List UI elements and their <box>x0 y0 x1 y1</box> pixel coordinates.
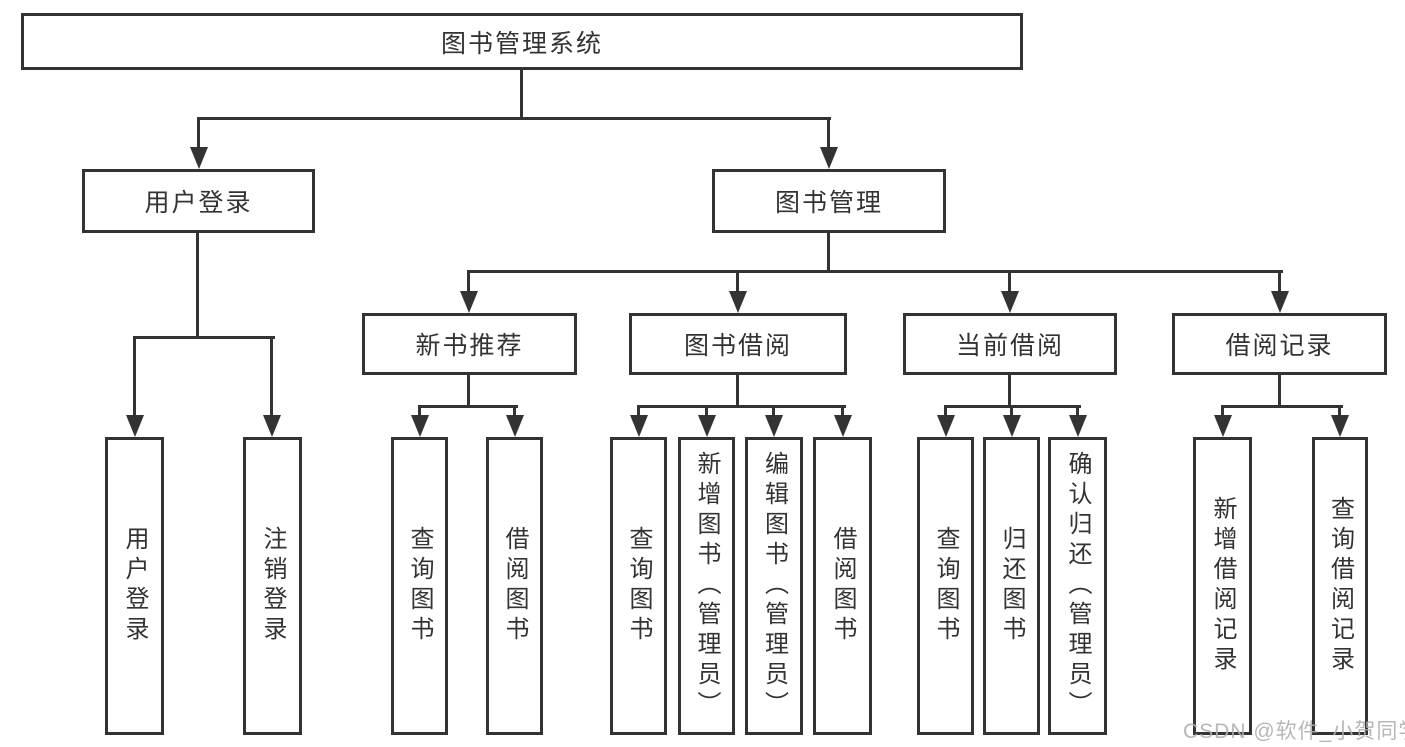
connector-level3-bar <box>467 270 1283 273</box>
connector-new-book-rec-bar <box>419 405 518 408</box>
arrow-to-leaf-query-book-a <box>411 405 429 437</box>
node-current-borrow: 当前借阅 <box>903 313 1117 375</box>
node-book-borrow-label: 图书借阅 <box>683 332 792 360</box>
leaf-query-book-c: 查询图书 <box>917 437 974 735</box>
node-borrow-records-label: 借阅记录 <box>1225 332 1334 360</box>
node-book-borrow: 图书借阅 <box>629 313 847 375</box>
leaf-query-book-b-label: 查询图书 <box>625 526 652 646</box>
leaf-borrow-book-a-label: 借阅图书 <box>501 526 528 646</box>
arrow-to-leaf-query-book-b <box>630 405 648 437</box>
leaf-query-book-b: 查询图书 <box>610 437 667 735</box>
connector-level2-bar <box>197 117 831 120</box>
node-user-login: 用户登录 <box>82 169 315 233</box>
leaf-query-book-c-label: 查询图书 <box>932 526 959 646</box>
arrow-to-book-mgmt <box>820 117 838 169</box>
node-new-book-rec-label: 新书推荐 <box>415 332 524 360</box>
leaf-borrow-book-b: 借阅图书 <box>813 437 872 735</box>
arrow-to-book-borrow <box>729 270 747 313</box>
connector-root-trunk <box>520 68 523 118</box>
connector-borrow-records-bar <box>1222 405 1343 408</box>
arrow-to-leaf-logout <box>263 336 281 437</box>
arrow-to-leaf-user-login <box>126 336 144 437</box>
arrow-to-leaf-add-record <box>1214 405 1232 437</box>
leaf-confirm-return: 确认归还（管理员） <box>1048 437 1107 735</box>
arrow-to-leaf-return-book <box>1003 405 1021 437</box>
leaf-borrow-book-b-label: 借阅图书 <box>829 526 856 646</box>
node-new-book-rec: 新书推荐 <box>362 313 577 375</box>
leaf-query-record-label: 查询借阅记录 <box>1326 496 1354 676</box>
arrow-to-leaf-borrow-book-b <box>834 405 852 437</box>
arrow-to-new-book-rec <box>460 270 478 313</box>
connector-user-login-trunk <box>196 233 199 339</box>
connector-book-mgmt-trunk <box>827 233 830 273</box>
leaf-add-record: 新增借阅记录 <box>1193 437 1252 735</box>
arrow-to-leaf-confirm-return <box>1069 405 1087 437</box>
node-book-mgmt-label: 图书管理 <box>774 189 883 217</box>
leaf-add-book-label: 新增图书（管理员） <box>693 451 720 721</box>
arrow-to-leaf-query-record <box>1331 405 1349 437</box>
leaf-confirm-return-label: 确认归还（管理员） <box>1064 451 1091 721</box>
leaf-edit-book: 编辑图书（管理员） <box>745 437 803 735</box>
node-current-borrow-label: 当前借阅 <box>955 332 1064 360</box>
connector-borrow-records-trunk <box>1278 374 1281 407</box>
leaf-user-login-label: 用户登录 <box>121 526 148 646</box>
leaf-query-book-a: 查询图书 <box>391 437 448 735</box>
connector-user-login-bar <box>134 336 275 339</box>
connector-current-borrow-bar <box>945 405 1081 408</box>
arrow-to-leaf-edit-book <box>765 405 783 437</box>
connector-new-book-rec-trunk <box>467 374 470 407</box>
arrow-to-current-borrow <box>1001 270 1019 313</box>
node-borrow-records: 借阅记录 <box>1172 313 1387 375</box>
leaf-logout: 注销登录 <box>243 437 302 735</box>
leaf-query-book-a-label: 查询图书 <box>406 526 433 646</box>
node-book-mgmt: 图书管理 <box>712 169 946 233</box>
leaf-return-book-label: 归还图书 <box>998 526 1025 646</box>
node-root-label: 图书管理系统 <box>440 29 603 58</box>
leaf-logout-label: 注销登录 <box>259 526 286 646</box>
arrow-to-leaf-borrow-book-a <box>506 405 524 437</box>
arrow-to-borrow-records <box>1271 270 1289 313</box>
node-user-login-label: 用户登录 <box>144 189 253 217</box>
leaf-add-book: 新增图书（管理员） <box>678 437 735 735</box>
connector-book-borrow-trunk <box>736 374 739 407</box>
leaf-add-record-label: 新增借阅记录 <box>1209 496 1236 676</box>
csdn-watermark: CSDN @软件_小贺同学 <box>1183 720 1405 743</box>
arrow-to-leaf-add-book <box>698 405 716 437</box>
leaf-edit-book-label: 编辑图书（管理员） <box>760 451 788 721</box>
connector-current-borrow-trunk <box>1008 374 1011 407</box>
connector-book-borrow-bar <box>638 405 846 408</box>
arrow-to-leaf-query-book-c <box>937 405 955 437</box>
leaf-return-book: 归还图书 <box>983 437 1040 735</box>
arrow-to-user-login <box>190 117 208 169</box>
leaf-query-record: 查询借阅记录 <box>1312 437 1368 735</box>
leaf-borrow-book-a: 借阅图书 <box>486 437 543 735</box>
node-root: 图书管理系统 <box>21 13 1023 70</box>
leaf-user-login: 用户登录 <box>105 437 164 735</box>
